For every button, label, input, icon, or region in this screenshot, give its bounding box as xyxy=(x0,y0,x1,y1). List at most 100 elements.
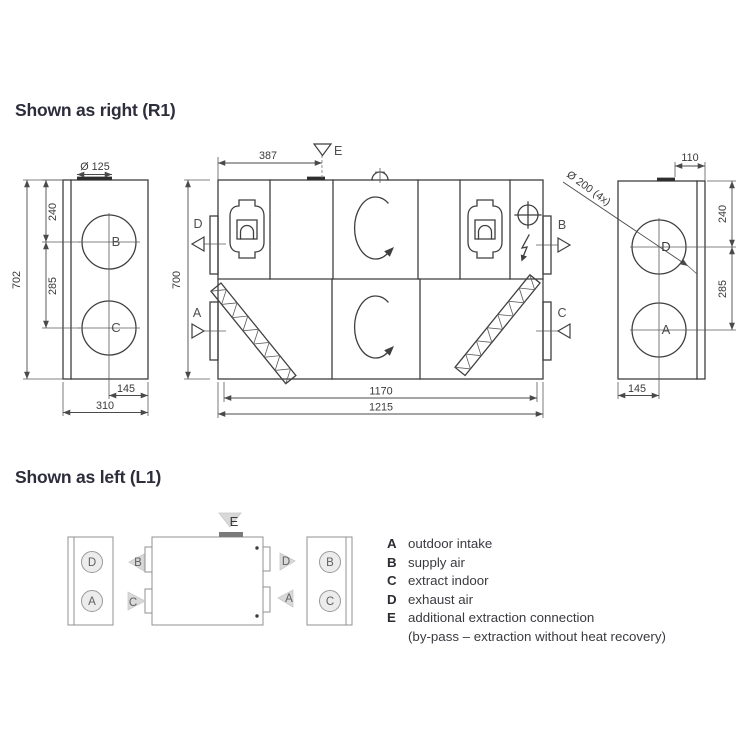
l1-port-e: E xyxy=(218,512,243,537)
legend-key: A xyxy=(387,536,397,551)
flow-arrow-d-icon xyxy=(279,552,296,571)
dim-1170: 1170 xyxy=(223,382,538,402)
filter-icon xyxy=(210,282,297,385)
duct-flange-d xyxy=(209,215,219,275)
hinge-dot xyxy=(255,546,259,550)
dim-387-label: 387 xyxy=(259,150,277,162)
dim-145-right-label: 145 xyxy=(628,383,646,395)
dim-285-right-label: 285 xyxy=(717,280,729,298)
legend-key-spacer xyxy=(387,628,408,647)
legend-key: B xyxy=(387,554,397,570)
flow-arrow-a-icon xyxy=(277,589,294,608)
l1-unit-box: E B C D A xyxy=(127,512,296,626)
l1-right-panel: B C xyxy=(306,536,353,626)
fan-icon xyxy=(229,199,265,259)
flow-arrow-e-icon xyxy=(218,512,242,528)
port-d-label: D xyxy=(661,239,670,254)
flow-arrow-b-icon xyxy=(128,553,145,572)
dim-700: 700 xyxy=(171,179,210,380)
legend-row-e: E additional extraction connection xyxy=(387,609,666,628)
dim-702-label: 702 xyxy=(11,271,23,289)
filter-icon xyxy=(454,274,541,377)
l1-right-panel-c: C xyxy=(326,596,334,608)
port-a-label: A xyxy=(662,322,671,337)
dim-1170-label: 1170 xyxy=(369,386,392,398)
legend-row-a: A outdoor intake xyxy=(387,535,666,554)
dim-spigot-diameter: Ø 125 xyxy=(77,161,112,178)
dim-240-right: 240 xyxy=(707,180,736,247)
legend-text: supply air xyxy=(408,554,465,570)
legend-e-note: (by-pass – extraction without heat recov… xyxy=(408,628,666,644)
port-e-label: E xyxy=(334,144,342,158)
l1-a-label: A xyxy=(285,593,293,605)
dim-702: 702 xyxy=(11,179,63,380)
legend-text: outdoor intake xyxy=(408,536,493,551)
lightning-icon xyxy=(520,234,530,262)
flow-arrow-a-icon xyxy=(191,322,206,340)
legend-text: exhaust air xyxy=(408,591,474,607)
l1-schematic: D A E B xyxy=(67,512,353,626)
legend-key: D xyxy=(387,591,397,607)
l1-section-title: Shown as left (L1) xyxy=(15,467,162,487)
rotation-arrow-icon xyxy=(353,196,395,260)
dim-1215: 1215 xyxy=(217,382,544,418)
port-d: D xyxy=(190,217,226,253)
legend-row-e-note: (by-pass – extraction without heat recov… xyxy=(387,628,666,647)
r1-section-title: Shown as right (R1) xyxy=(15,100,176,120)
l1-b-label: B xyxy=(134,557,142,569)
legend-text: extract indoor xyxy=(408,573,489,589)
flow-arrow-b-icon xyxy=(557,236,572,254)
port-a: A xyxy=(191,306,226,340)
flow-arrow-c-icon xyxy=(127,591,146,611)
flow-arrow-c-icon xyxy=(556,322,571,340)
hinge-dot xyxy=(255,614,259,618)
dim-110: 110 xyxy=(674,152,706,181)
dim-310: 310 xyxy=(62,382,149,416)
dim-387: 387 xyxy=(217,150,322,180)
l1-left-panel-d: D xyxy=(88,557,96,569)
dim-1215-label: 1215 xyxy=(369,402,393,414)
r1-side-right-view: D A Ø 200 (4x) 110 xyxy=(562,152,736,399)
rotation-arrow-icon xyxy=(353,295,395,359)
l1-port-c: C xyxy=(127,591,146,611)
r1-front-view: D A B C E xyxy=(171,143,572,418)
legend-text: additional extraction connection xyxy=(408,610,595,626)
dim-145-left: 145 xyxy=(109,383,148,399)
dim-240-left: 240 xyxy=(42,179,80,243)
e-connection-stub xyxy=(219,532,243,537)
legend-row-b: B supply air xyxy=(387,554,666,573)
legend-row-d: D exhaust air xyxy=(387,591,666,610)
duct-diameter-callout: Ø 200 (4x) xyxy=(562,169,698,275)
dim-310-label: 310 xyxy=(96,400,114,412)
l1-left-panel: D A xyxy=(67,536,114,626)
dim-spigot-label: Ø 125 xyxy=(80,161,109,173)
fan-icon xyxy=(467,199,503,259)
dim-110-label: 110 xyxy=(681,152,698,164)
dim-240-right-label: 240 xyxy=(717,205,729,223)
bypass-triangle-icon xyxy=(312,143,333,157)
l1-e-label: E xyxy=(230,514,239,529)
rotor-top-marker xyxy=(371,168,389,183)
l1-port-b: B xyxy=(128,553,145,572)
legend-row-c: C extract indoor xyxy=(387,572,666,591)
port-circle-a: A xyxy=(630,302,736,358)
port-d-label: D xyxy=(193,217,202,231)
electrical-connection xyxy=(514,201,542,262)
port-circle-d: D xyxy=(630,219,736,275)
r1-side-left-view: B C Ø 125 240 285 xyxy=(11,161,149,416)
port-c-label: C xyxy=(557,306,566,320)
port-b: B xyxy=(536,218,572,254)
l1-right-panel-b: B xyxy=(326,557,334,569)
duct-diameter-label: Ø 200 (4x) xyxy=(564,169,612,209)
port-c-label: C xyxy=(111,320,120,335)
port-b-label: B xyxy=(112,234,121,249)
l1-d-label: D xyxy=(282,556,290,568)
dim-145-right: 145 xyxy=(617,382,659,399)
l1-port-d: D xyxy=(279,552,296,571)
dim-145-left-label: 145 xyxy=(117,383,135,395)
l1-left-panel-a: A xyxy=(88,596,96,608)
port-c: C xyxy=(536,306,571,340)
l1-port-a: A xyxy=(277,589,294,608)
